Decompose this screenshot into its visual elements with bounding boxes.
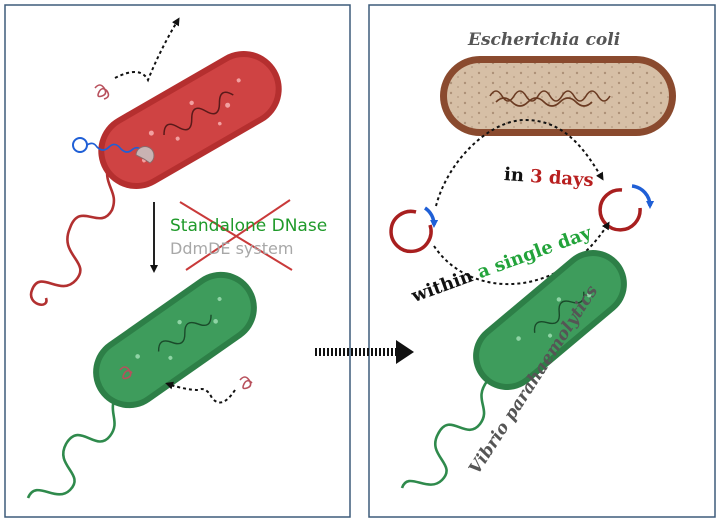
slow-duration: 3 days <box>529 165 595 192</box>
internalized-dna-icon <box>119 366 133 380</box>
cross-line-2 <box>185 199 291 271</box>
export-dotted-arrow <box>114 17 180 83</box>
incoming-dna-strand <box>86 142 144 154</box>
slow-prefix: in <box>503 164 531 187</box>
ecoli-label: Escherichia coli <box>468 30 621 50</box>
vibrio-bacterium <box>473 250 627 390</box>
left-panel-frame <box>4 4 351 518</box>
uptake-dotted-arrow <box>165 381 236 404</box>
vibrio-flagellum <box>400 379 490 489</box>
free-dna-icon <box>94 84 110 100</box>
ddmde-system-label: DdmDE system <box>170 239 294 258</box>
standalone-dnase-label: Standalone DNase <box>170 216 328 236</box>
panel-transition-arrowhead <box>396 340 414 364</box>
dnase-enzyme-icon <box>135 146 155 164</box>
red-flagellum <box>29 159 116 306</box>
external-dna-icon <box>239 376 253 390</box>
source-plasmid <box>389 206 439 254</box>
ecoli-cell <box>440 56 676 136</box>
green-bacterium <box>93 271 257 409</box>
fast-pathway-arrow <box>433 221 610 286</box>
green-flagellum <box>26 391 120 499</box>
